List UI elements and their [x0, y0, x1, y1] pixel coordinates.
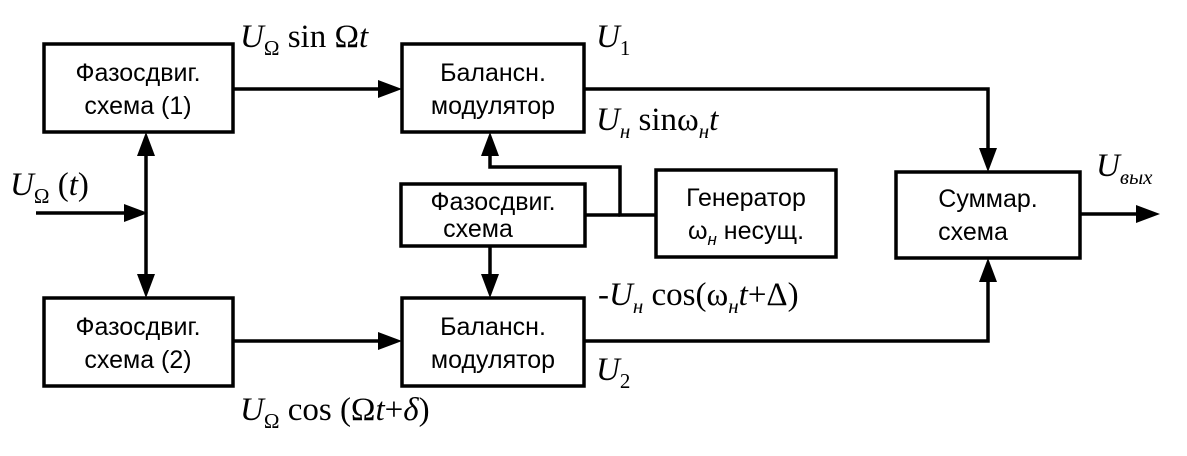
summer-label-1: Суммар. — [938, 185, 1037, 213]
phase-shifter-1-label-1: Фазосдвиг. — [75, 59, 200, 87]
phase-shifter-mid-block: Фазосдвиг. схема — [399, 182, 587, 248]
carrier-bottom-signal-label: -Uн cos(ωнt+Δ) — [598, 277, 799, 318]
mod-top-in-arrowhead — [378, 80, 402, 98]
input-arrowhead — [124, 204, 148, 222]
mod-bottom-label-2: модулятор — [431, 346, 555, 374]
carrier-top-wire — [488, 154, 656, 217]
balanced-modulator-bottom-block: Балансн. модулятор — [400, 296, 586, 388]
mod-bottom-in-arrowhead — [378, 332, 402, 350]
phase-shifter-mid-label-2: схема — [443, 215, 513, 243]
mod-top-label-1: Балансн. — [440, 59, 546, 87]
carrier-top-arrowhead — [481, 132, 499, 156]
bus-down-arrowhead — [137, 274, 155, 298]
summer-block: Суммар. схема — [894, 170, 1082, 260]
phase-shifter-1-label-2: схема (1) — [84, 92, 191, 120]
phase-shifter-2-label-2: схема (2) — [84, 346, 191, 374]
u1-wire — [584, 87, 990, 150]
generator-label-1: Генератор — [686, 184, 806, 212]
generator-label-2: ωн несущ. — [688, 217, 804, 249]
phase-shifter-1-block: Фазосдвиг. схема (1) — [42, 42, 235, 134]
carrier-top-signal-label: Uн sinωнt — [596, 102, 719, 143]
input-signal-label: UΩ (t) — [10, 167, 89, 208]
phase-shifter-2-block: Фазосдвиг. схема (2) — [42, 296, 235, 388]
top-mod-input-signal-label: UΩ sin Ωt — [240, 19, 369, 60]
carrier-generator-block: Генератор ωн несущ. — [654, 168, 838, 259]
bottom-mod-input-signal-label: UΩ cos (Ωt+δ) — [240, 392, 430, 433]
summer-top-arrowhead — [979, 148, 997, 172]
mod-top-label-2: модулятор — [431, 92, 555, 120]
u2-signal-label: U2 — [596, 352, 630, 393]
u1-signal-label: U1 — [596, 19, 630, 60]
output-arrowhead — [1136, 205, 1160, 223]
summer-label-2: схема — [938, 218, 1008, 246]
phase-shifter-mid-label-1: Фазосдвиг. — [430, 188, 555, 216]
u2-wire — [584, 280, 990, 343]
bus-up-arrowhead — [137, 132, 155, 156]
phase-shifter-2-label-1: Фазосдвиг. — [75, 313, 200, 341]
summer-bottom-arrowhead — [979, 258, 997, 282]
carrier-bottom-arrowhead — [481, 274, 499, 298]
output-signal-label: Uвых — [1096, 148, 1153, 189]
balanced-modulator-top-block: Балансн. модулятор — [400, 42, 586, 134]
mod-bottom-label-1: Балансн. — [440, 313, 546, 341]
